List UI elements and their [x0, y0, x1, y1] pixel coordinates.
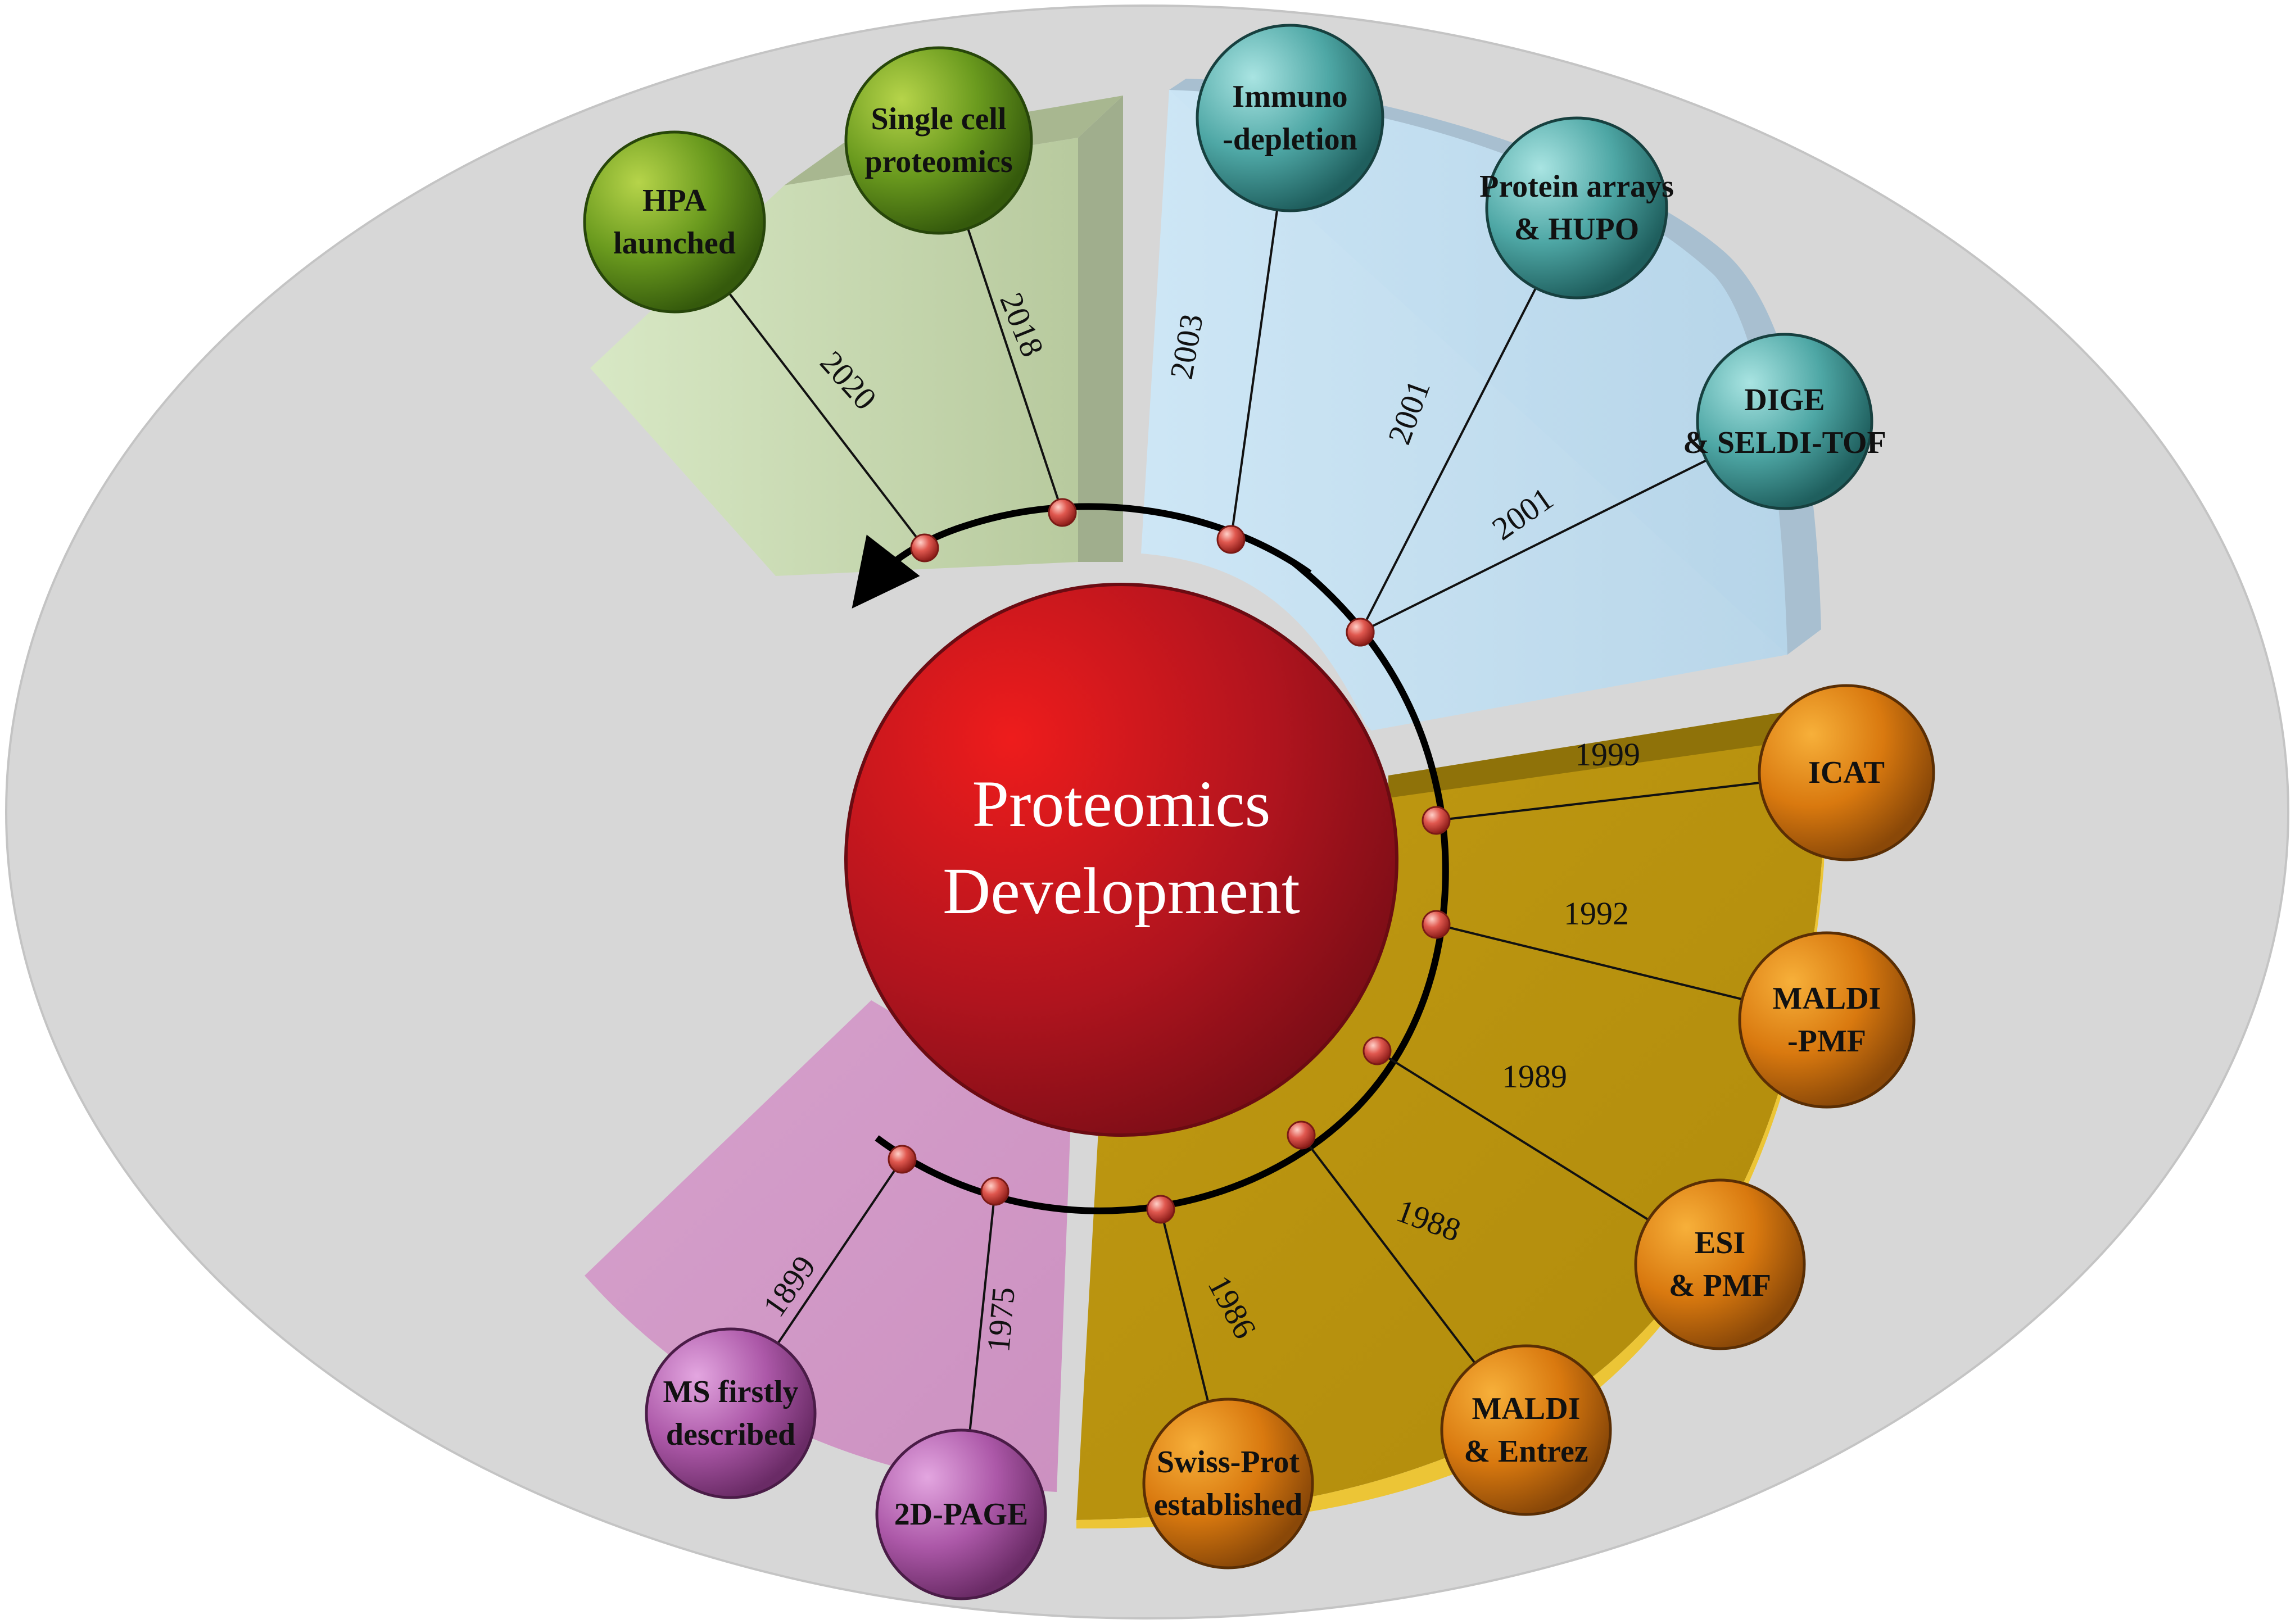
timeline-node	[888, 1145, 917, 1174]
milestone-bubble	[1142, 1398, 1314, 1569]
milestone-label-line: ICAT	[1808, 755, 1885, 790]
milestone-label-line: Immuno	[1232, 79, 1347, 114]
timeline-node	[910, 533, 939, 562]
timeline-arc-lower	[875, 559, 1449, 1214]
center-circle	[844, 583, 1398, 1137]
milestone-label-line: & Entrez	[1464, 1434, 1588, 1469]
milestone-label-line: -PMF	[1787, 1024, 1866, 1059]
timeline-node	[1287, 1121, 1316, 1150]
timeline-node	[1048, 498, 1077, 527]
timeline-node	[1346, 618, 1375, 647]
milestone-label-line: MS firstly	[663, 1374, 798, 1409]
milestone-bubble	[645, 1327, 817, 1499]
milestone-1975-1: 1975 2D-PAGE	[875, 1191, 1047, 1600]
milestone-label-line: Swiss-Prot	[1157, 1445, 1300, 1480]
milestone-year: 1975	[980, 1286, 1022, 1354]
milestone-label-line: established	[1154, 1487, 1303, 1522]
milestone-label-line: -depletion	[1223, 122, 1357, 157]
center-title: Proteomics Development	[844, 583, 1398, 1137]
timeline-node	[1422, 806, 1451, 835]
milestone-label-line: & HUPO	[1514, 212, 1639, 247]
gold-band-face	[1076, 736, 1827, 1520]
milestone-year: 1999	[1575, 736, 1640, 773]
milestone-bubble	[1634, 1178, 1806, 1350]
milestone-label-line: DIGE	[1744, 383, 1825, 418]
timeline-node	[1362, 1036, 1392, 1065]
milestone-label-line: MALDI	[1472, 1391, 1581, 1426]
milestone-bubble	[1440, 1344, 1612, 1516]
gold-band-top	[1388, 705, 1827, 804]
milestone-label-line: launched	[613, 226, 736, 261]
milestone-bubble	[844, 46, 1033, 235]
timeline-node	[1146, 1195, 1175, 1224]
milestone-year: 1989	[1502, 1058, 1567, 1095]
milestone-label-line: described	[666, 1417, 795, 1452]
green-band-face	[590, 138, 1078, 576]
milestone-bubble	[875, 1428, 1047, 1600]
milestone-bubble	[583, 130, 766, 314]
milestone-label-line: & PMF	[1669, 1268, 1771, 1303]
milestone-label-line: HPA	[642, 183, 707, 218]
milestone-bubble	[1485, 116, 1668, 300]
milestone-label-line: 2D-PAGE	[894, 1497, 1029, 1532]
center-title-line-2: Development	[943, 854, 1300, 928]
milestone-bubble	[1696, 333, 1873, 510]
green-band	[1078, 96, 1123, 562]
timeline-node	[1422, 910, 1451, 939]
milestone-label-line: Protein arrays	[1479, 169, 1674, 204]
milestone-bubble	[1196, 24, 1384, 212]
milestone-label-line: proteomics	[864, 144, 1012, 179]
timeline-node	[1216, 525, 1246, 554]
timeline-node	[980, 1177, 1010, 1206]
milestone-label-line: MALDI	[1773, 981, 1881, 1016]
sector-bands	[585, 79, 1827, 1528]
milestone-year: 1992	[1564, 895, 1629, 932]
milestone-label-line: ESI	[1695, 1226, 1745, 1260]
milestone-label-line: & SELDI-TOF	[1683, 425, 1886, 460]
timeline-node-layer	[888, 498, 1451, 1224]
milestone-bubble	[1758, 684, 1935, 861]
milestone-label-line: Single cell	[871, 102, 1006, 137]
milestone-bubble	[1738, 931, 1916, 1109]
center-title-line-1: Proteomics	[972, 767, 1271, 841]
